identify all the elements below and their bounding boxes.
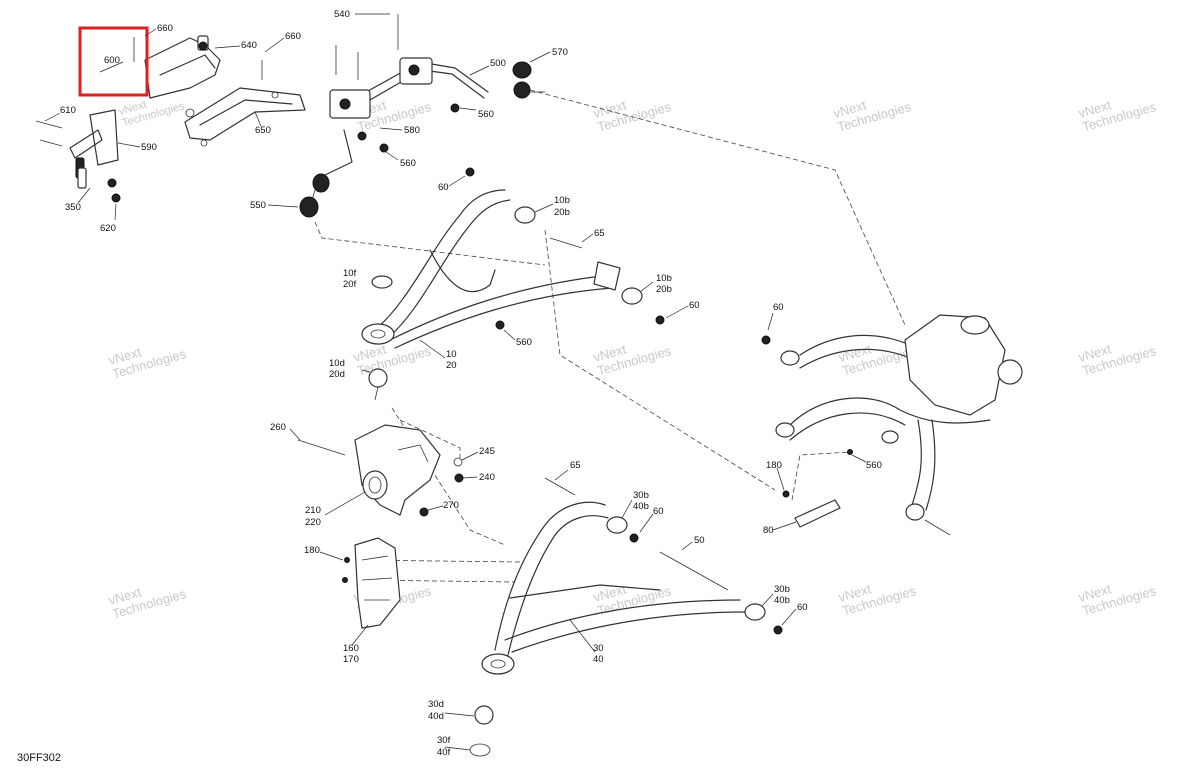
callout-610: 610 [60,105,76,116]
callout-10: 10 [446,349,457,360]
callout-60: 60 [438,182,449,193]
upper-a-arm [361,167,665,401]
callout-30b: 30b [774,584,790,595]
callout-260: 260 [270,422,286,433]
callout-20b: 20b [554,207,570,218]
callout-50: 50 [694,535,705,546]
callout-10b: 10b [554,195,570,206]
callout-10d: 10d [329,358,345,369]
highlight-box [78,26,149,97]
callout-600: 600 [104,55,120,66]
diagram-code: 30FF302 [17,752,62,764]
callout-80: 80 [763,525,774,536]
callout-640: 640 [241,40,257,51]
callout-40b: 40b [633,501,649,512]
callout-labels: 540 570 500 560 580 560 660 640 660 600 … [60,9,882,758]
callout-40: 40 [593,654,604,665]
callout-170: 170 [343,654,359,665]
callout-30d: 30d [428,699,444,710]
callout-40f: 40f [437,747,451,758]
callout-560: 560 [478,109,494,120]
callout-160: 160 [343,643,359,654]
callout-650: 650 [255,125,271,136]
callout-40d: 40d [428,711,444,722]
callout-560: 560 [400,158,416,169]
callout-30: 30 [593,643,604,654]
callout-500: 500 [490,58,506,69]
callout-60: 60 [653,506,664,517]
callout-65: 65 [594,228,605,239]
callout-20f: 20f [343,279,357,290]
callout-180: 180 [766,460,782,471]
callout-350: 350 [65,202,81,213]
callout-20: 20 [446,360,457,371]
assembled-corner-view [761,314,1023,536]
toe-link [782,490,841,528]
callout-620: 620 [100,223,116,234]
callout-60: 60 [773,302,784,313]
knuckle-group [297,424,464,517]
callout-40b: 40b [774,595,790,606]
callout-20b: 20b [656,284,672,295]
lower-a-arm [469,477,783,757]
leader-lines [44,13,867,751]
callout-660: 660 [285,31,301,42]
callout-240: 240 [479,472,495,483]
height-sensor-group [35,109,121,203]
callout-220: 220 [305,517,321,528]
callout-570: 570 [552,47,568,58]
callout-560: 560 [866,460,882,471]
callout-20d: 20d [329,369,345,380]
stabilizer-bar-group [299,14,545,218]
callout-580: 580 [404,125,420,136]
callout-560: 560 [516,337,532,348]
callout-210: 210 [305,505,321,516]
guard-plate [342,537,401,629]
callout-30b: 30b [633,490,649,501]
callout-30f: 30f [437,735,451,746]
sensor-bracket-group [133,35,306,147]
callout-270: 270 [443,500,459,511]
callout-60: 60 [797,602,808,613]
callout-245: 245 [479,446,495,457]
callout-660: 660 [157,23,173,34]
callout-590: 590 [141,142,157,153]
callout-180: 180 [304,545,320,556]
callout-10b: 10b [656,273,672,284]
callout-65: 65 [570,460,581,471]
callout-550: 550 [250,200,266,211]
callout-10f: 10f [343,268,357,279]
callout-540: 540 [334,9,350,20]
callout-60: 60 [689,300,700,311]
